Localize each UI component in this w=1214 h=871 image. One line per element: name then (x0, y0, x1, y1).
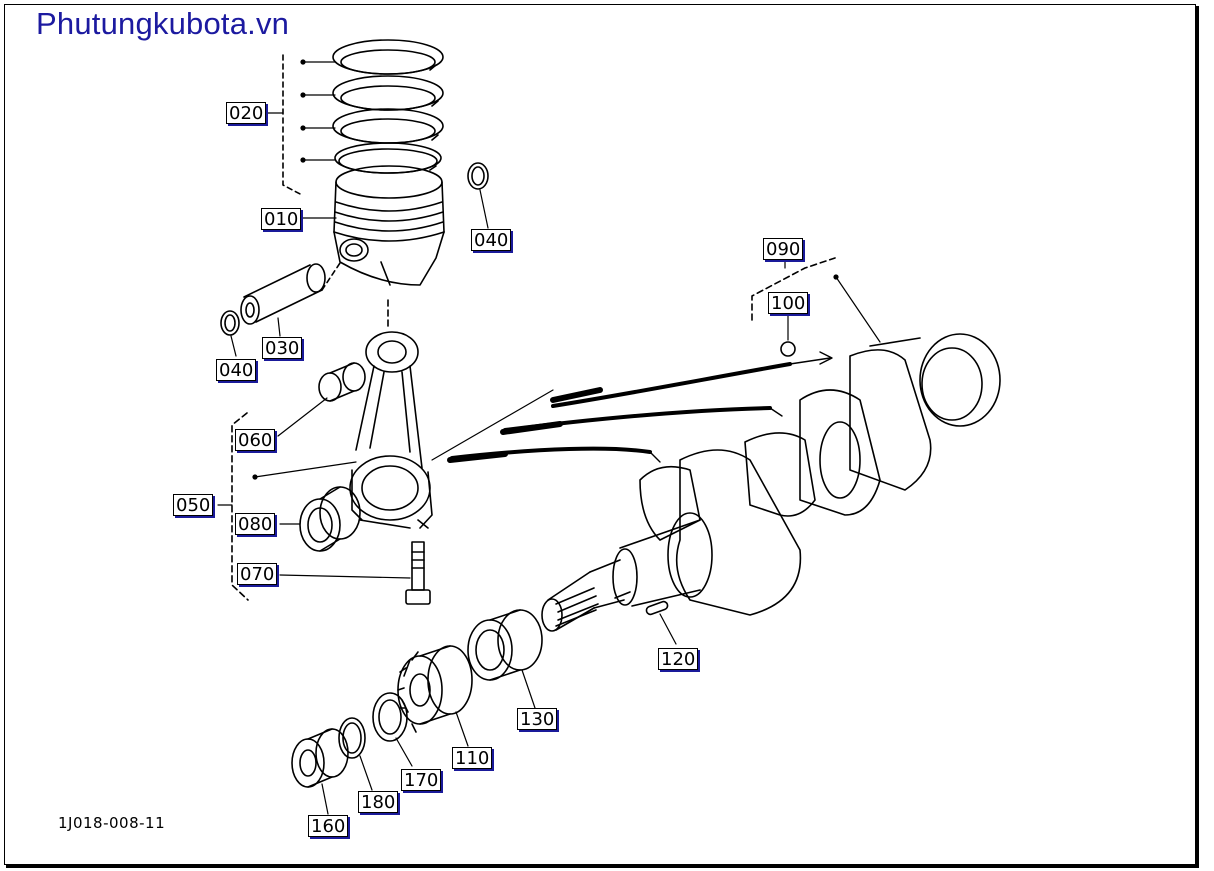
crank-gear (397, 645, 473, 747)
crankshaft-bushing (467, 609, 543, 709)
callout-060[interactable]: 060 (235, 429, 276, 451)
assembly-arrows (431, 351, 833, 463)
piston-rings (332, 39, 444, 174)
callout-110[interactable]: 110 (452, 747, 493, 769)
frame-shadow-right (1196, 6, 1199, 867)
callout-050[interactable]: 050 (173, 494, 214, 516)
callout-040-upper[interactable]: 040 (471, 229, 512, 251)
callout-080[interactable]: 080 (235, 513, 276, 535)
conrod-assembly-bracket (217, 412, 357, 601)
thrust-washer (372, 692, 413, 767)
crankpin-bearing (279, 486, 361, 552)
callout-120[interactable]: 120 (658, 648, 699, 670)
diagram-frame (4, 4, 1196, 865)
callout-180[interactable]: 180 (358, 791, 399, 813)
snap-ring-upper (467, 162, 489, 229)
callout-160[interactable]: 160 (308, 815, 349, 837)
callout-070[interactable]: 070 (237, 563, 278, 585)
con-rod-bolt (279, 541, 431, 605)
brand-logo: Phutungkubota.vn (36, 6, 290, 41)
crankshaft (541, 333, 1001, 645)
piston (333, 165, 445, 331)
callout-030[interactable]: 030 (262, 337, 303, 359)
rings-bracket (267, 54, 336, 196)
connecting-rod (349, 331, 433, 529)
o-ring (338, 717, 373, 791)
callout-020[interactable]: 020 (226, 102, 267, 124)
callout-130[interactable]: 130 (517, 708, 558, 730)
piston-pin (240, 262, 341, 337)
diagram-code: 1J018-008-11 (58, 814, 166, 832)
frame-shadow-bottom (6, 865, 1199, 868)
callout-010[interactable]: 010 (261, 208, 302, 230)
callout-100[interactable]: 100 (768, 292, 809, 314)
collar (291, 728, 349, 815)
callout-170[interactable]: 170 (401, 769, 442, 791)
callout-090[interactable]: 090 (763, 238, 804, 260)
callout-040-lower[interactable]: 040 (216, 359, 257, 381)
snap-ring-lower (220, 310, 240, 357)
small-end-bushing (277, 362, 366, 437)
plug-bracket (751, 257, 881, 357)
